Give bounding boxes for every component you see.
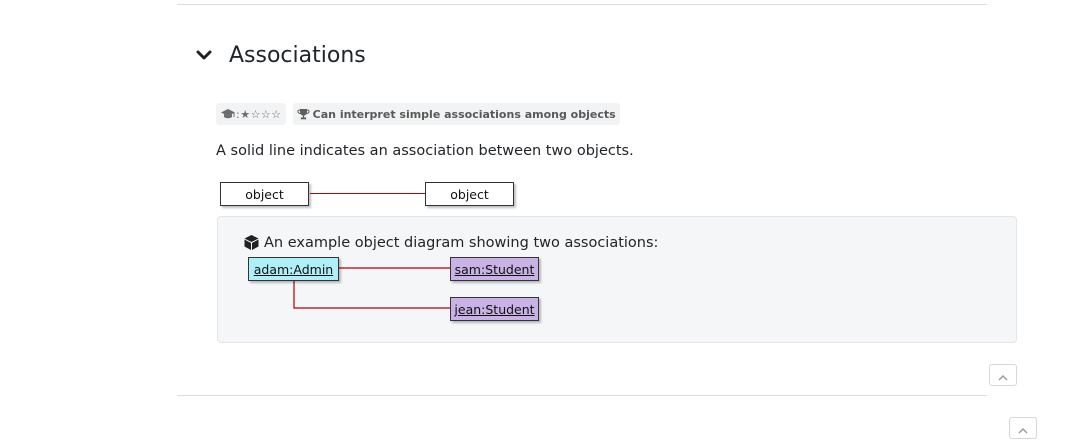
right-object-box: object (425, 182, 514, 206)
example-caption-text: An example object diagram showing two as… (264, 234, 659, 251)
cube-icon (243, 234, 260, 251)
association-line (310, 193, 425, 194)
example-panel: An example object diagram showing two as… (217, 216, 1017, 343)
section-title: Associations (229, 42, 366, 68)
badge-row: :★☆☆☆ Can interpret simple associations … (216, 103, 620, 125)
difficulty-badge: :★☆☆☆ (216, 103, 286, 125)
outcome-label: Can interpret simple associations among … (312, 107, 616, 121)
section-header: Associations (193, 38, 366, 72)
chevron-up-icon (1018, 419, 1028, 438)
admin-to-jean-line (293, 280, 451, 309)
jean-student-object: jean:Student (450, 297, 539, 321)
chevron-up-icon (998, 366, 1008, 385)
association-description: A solid line indicates an association be… (216, 143, 634, 159)
example-caption: An example object diagram showing two as… (243, 234, 658, 251)
outcome-badge: Can interpret simple associations among … (292, 103, 620, 125)
graduation-cap-icon (220, 108, 236, 120)
scroll-to-page-top-button[interactable] (1009, 417, 1037, 439)
difficulty-stars: :★☆☆☆ (236, 107, 282, 121)
scroll-to-section-top-button[interactable] (989, 364, 1017, 386)
sam-student-object: sam:Student (450, 257, 539, 281)
trophy-icon (297, 108, 310, 120)
chevron-down-icon[interactable] (193, 44, 215, 66)
left-object-box: object (220, 182, 309, 206)
association-lines (293, 267, 451, 309)
bottom-divider (177, 395, 987, 396)
top-divider (177, 4, 987, 5)
admin-object: adam:Admin (248, 257, 339, 281)
